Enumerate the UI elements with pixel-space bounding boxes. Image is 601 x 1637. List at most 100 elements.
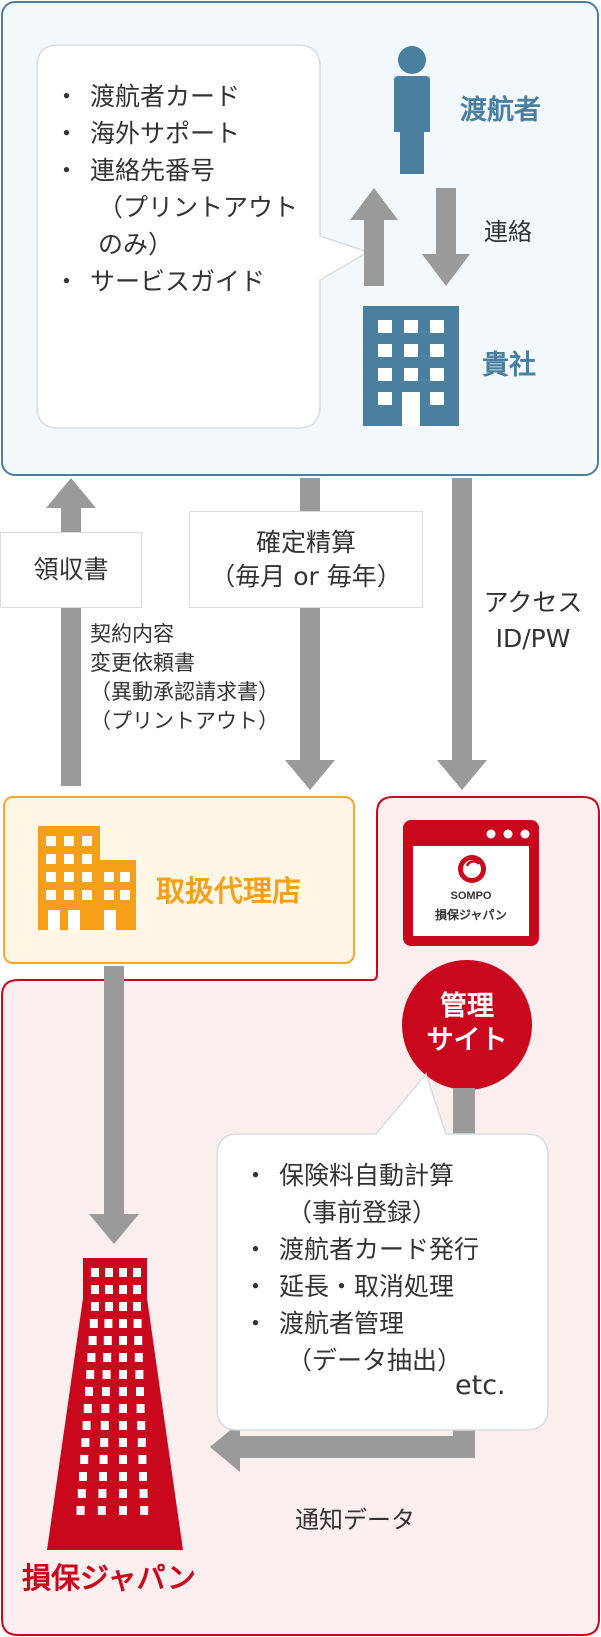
tower-window (139, 1472, 147, 1481)
tower-window (99, 1472, 107, 1481)
arrow-agent-to-insurer (89, 966, 139, 1244)
tower-window (103, 1353, 112, 1362)
tower-window (119, 1370, 127, 1379)
tower-window (77, 1489, 86, 1498)
contact-label: 連絡 (484, 218, 532, 246)
arrow-down-contact (422, 188, 470, 286)
tower-window (137, 1421, 146, 1430)
settlement-box: 確定精算 （毎月 or 毎年） (189, 511, 423, 608)
tower-window (133, 1319, 142, 1328)
feature-item: 保険料自動計算 （事前登録） (243, 1157, 543, 1231)
tower-window (133, 1285, 141, 1294)
tower-window (76, 1506, 85, 1515)
feature-item: 延長・取消処理 (243, 1268, 543, 1305)
tower-window (85, 1387, 93, 1396)
bubble-item: 渡航者カード (54, 78, 314, 115)
tower-window (80, 1455, 89, 1464)
tower-window (134, 1353, 143, 1362)
agent-label: 取扱代理店 (156, 874, 302, 908)
bubble-item: 連絡先番号 （プリントアウト のみ） (54, 152, 314, 263)
settlement-period: （毎月 or 毎年） (210, 562, 402, 591)
tower-window (138, 1455, 147, 1464)
tower-window (86, 1370, 95, 1379)
tower-window (139, 1489, 148, 1498)
tower-window (119, 1404, 127, 1413)
admin-site-badge-line: サイト (426, 1025, 508, 1056)
tower-window (140, 1506, 149, 1515)
tower-window (119, 1421, 127, 1430)
admin-site-window: SOMPO 損保ジャパン (403, 820, 539, 946)
tower-window (119, 1387, 127, 1396)
tower-window (103, 1336, 112, 1345)
company-label: 貴社 (482, 350, 536, 381)
tower-window (105, 1302, 113, 1311)
tower-window (89, 1319, 98, 1328)
admin-site-screen: SOMPO 損保ジャパン (413, 846, 529, 936)
tower-window (119, 1319, 127, 1328)
tower-window (91, 1268, 99, 1277)
sompo-logo-text: SOMPO (450, 890, 492, 902)
tower-window (119, 1336, 127, 1345)
tower-window (119, 1285, 127, 1294)
receipt-box: 領収書 (0, 532, 142, 608)
tower-window (119, 1268, 127, 1277)
tower-window (102, 1370, 111, 1379)
receipt-label: 領収書 (33, 555, 109, 584)
arrow-settlement-down (285, 478, 335, 790)
tower-window (105, 1268, 113, 1277)
window-dots-icon (486, 829, 530, 839)
tower-window (87, 1353, 96, 1362)
tower-window (133, 1302, 141, 1311)
change-request-line: 契約内容 (90, 622, 174, 646)
bubble-item: サービスガイド (54, 263, 314, 300)
sompo-logo-icon (458, 855, 486, 883)
insurer-label: 損保ジャパン (22, 1561, 197, 1595)
tower-window (81, 1438, 90, 1447)
admin-site-badge: 管理 サイト (402, 960, 532, 1090)
access-text: アクセス ID/PW (466, 585, 600, 657)
tower-window (136, 1404, 145, 1413)
access-label: アクセス (483, 588, 583, 617)
company-building-icon (363, 306, 459, 426)
notification-label: 通知データ (295, 1506, 415, 1534)
tower-window (119, 1438, 127, 1447)
tower-window (102, 1387, 110, 1396)
tower-window (119, 1302, 127, 1311)
tower-window (83, 1404, 92, 1413)
tower-window (134, 1336, 143, 1345)
tower-window (119, 1489, 127, 1498)
tower-window (119, 1353, 127, 1362)
change-request-line: 変更依頼書 (90, 651, 195, 675)
client-bubble-list: 渡航者カード 海外サポート 連絡先番号 （プリントアウト のみ） サービスガイド (54, 78, 314, 300)
arrow-up-to-traveler (350, 188, 398, 286)
arrow-receipt-up (46, 478, 96, 786)
tower-window (79, 1472, 87, 1481)
tower-window (88, 1336, 97, 1345)
settlement-label: 確定精算 (255, 528, 356, 557)
tower-window (91, 1285, 99, 1294)
tower-window (135, 1370, 144, 1379)
change-request-line: （プリントアウト） (90, 709, 279, 733)
tower-window (133, 1268, 141, 1277)
admin-features-list: 保険料自動計算 （事前登録） 渡航者カード発行 延長・取消処理 渡航者管理 （デ… (243, 1157, 543, 1379)
tower-window (119, 1506, 127, 1515)
tower-window (104, 1319, 113, 1328)
tower-window (97, 1506, 106, 1515)
feature-item: 渡航者管理 （データ抽出） (243, 1305, 543, 1379)
tower-window (136, 1387, 144, 1396)
tower-window (91, 1302, 99, 1311)
tower-window (100, 1438, 109, 1447)
features-etc: etc. (455, 1370, 506, 1401)
sompo-logo-subtext: 損保ジャパン (434, 908, 507, 922)
tower-window (119, 1455, 127, 1464)
tower-window (105, 1285, 113, 1294)
tower-window (137, 1438, 146, 1447)
arrow-notification (210, 1088, 475, 1472)
tower-window (101, 1404, 110, 1413)
tower-window (99, 1455, 108, 1464)
feature-item: 渡航者カード発行 (243, 1231, 543, 1268)
tower-window (119, 1472, 127, 1481)
tower-window (98, 1489, 107, 1498)
arrow-access-down (437, 478, 487, 790)
admin-site-badge-line: 管理 (440, 991, 494, 1022)
